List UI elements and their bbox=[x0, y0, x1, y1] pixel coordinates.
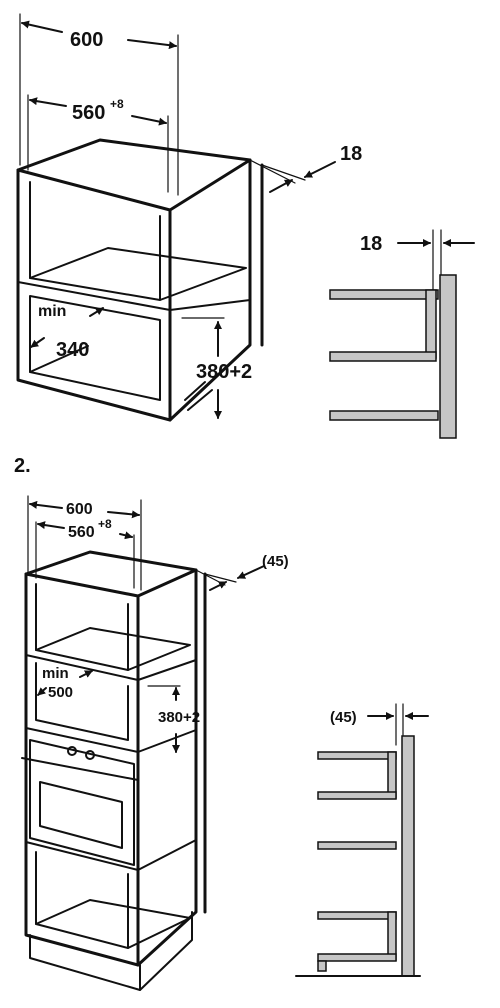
side-dim-18-label: 18 bbox=[360, 233, 382, 255]
oven-handle bbox=[21, 757, 139, 781]
dim-min-label: min bbox=[38, 303, 66, 320]
divider-front bbox=[17, 281, 171, 311]
side2-panel-1 bbox=[387, 751, 397, 799]
plinth-side bbox=[139, 911, 193, 991]
dim2-min-label: min bbox=[42, 665, 69, 682]
side-wall bbox=[439, 274, 457, 439]
side2-wall bbox=[401, 735, 415, 977]
dim-arrow-min-left bbox=[30, 337, 45, 348]
dim-380-label: 380+2 bbox=[196, 361, 252, 383]
dim-arrow-min-right bbox=[89, 307, 104, 317]
side-top-board bbox=[329, 289, 439, 300]
label-mask bbox=[52, 326, 104, 334]
dim2-560-superscript: +8 bbox=[98, 517, 112, 531]
ext-18-b bbox=[261, 164, 306, 181]
dim-340-label: 340 bbox=[56, 339, 89, 361]
dim-arrow-600-right bbox=[127, 39, 177, 50]
top-shelf bbox=[35, 627, 191, 671]
oven-frame bbox=[29, 739, 135, 866]
bottom-compartment bbox=[35, 851, 129, 949]
dim-560-label: 560 bbox=[72, 102, 105, 124]
dim-arrow-560-right bbox=[131, 115, 167, 126]
diagram-1-side-view: 18 bbox=[329, 229, 475, 439]
dim-600-label: 600 bbox=[70, 29, 103, 51]
upper-opening bbox=[29, 181, 161, 301]
dim-560-superscript: +8 bbox=[110, 97, 124, 111]
lower-opening bbox=[29, 295, 161, 401]
dim2-arrow-600-right bbox=[107, 510, 140, 519]
side-bottom-board bbox=[329, 410, 439, 421]
dim2-45-label: (45) bbox=[262, 553, 289, 570]
dim2-arrow-560-right bbox=[119, 531, 133, 540]
lower-opening-floor bbox=[29, 345, 89, 373]
dim-18-label: 18 bbox=[340, 143, 362, 165]
dim2-380-label: 380+2 bbox=[158, 709, 200, 726]
cabinet-top bbox=[16, 138, 252, 212]
side2-board-1 bbox=[317, 751, 397, 760]
dim2-560-label: 560 bbox=[68, 524, 95, 541]
microwave-compartment bbox=[35, 662, 129, 741]
section-number-2: 2. bbox=[14, 455, 31, 477]
divider-1 bbox=[25, 654, 197, 681]
side2-foot bbox=[317, 960, 327, 972]
dim-arrow-600-left bbox=[21, 20, 63, 33]
tall-cabinet-top bbox=[24, 550, 198, 598]
dim2-arrow-min-right bbox=[79, 670, 93, 678]
side2-board-5 bbox=[317, 953, 397, 962]
dim2-arrow-45-b bbox=[237, 565, 265, 579]
top-compartment bbox=[35, 583, 129, 671]
side2-board-4 bbox=[317, 911, 397, 920]
dim2-arrow-min-left bbox=[37, 687, 47, 696]
tall-cabinet-side bbox=[136, 568, 198, 967]
dim-arrow-18-b bbox=[304, 161, 336, 178]
diagram-2-cabinet: 600 560 +8 (45) bbox=[21, 495, 289, 991]
divider-3 bbox=[25, 839, 197, 871]
upper-shelf bbox=[29, 247, 247, 301]
dim2-500-label: 500 bbox=[48, 684, 73, 701]
side2-panel-2 bbox=[387, 911, 397, 961]
ext2-45-b bbox=[204, 573, 237, 583]
side2-dim-45-label: (45) bbox=[330, 709, 357, 726]
ext-18-a bbox=[249, 159, 296, 184]
dim2-600-label: 600 bbox=[66, 501, 93, 518]
bottom-floor bbox=[35, 899, 191, 949]
dim-arrow-560-left bbox=[29, 97, 67, 107]
dim2-arrow-560-left bbox=[37, 521, 65, 530]
divider-2 bbox=[25, 727, 197, 753]
cabinet-right-side bbox=[168, 158, 252, 422]
diagram-2-side-view: (45) bbox=[295, 703, 429, 977]
dim2-arrow-600-left bbox=[29, 500, 63, 509]
oven-knob-left bbox=[67, 746, 77, 756]
dim-arrow-18-a bbox=[269, 179, 293, 193]
oven-window bbox=[39, 781, 123, 849]
side-middle-board bbox=[329, 351, 437, 362]
side-vertical-panel bbox=[425, 289, 437, 359]
cut-marks bbox=[184, 381, 213, 411]
oven-knob-right bbox=[85, 750, 95, 760]
dim2-arrow-45-a bbox=[209, 581, 227, 591]
divider-back bbox=[169, 299, 251, 311]
side2-board-3 bbox=[317, 841, 397, 850]
plinth-front bbox=[29, 934, 141, 991]
diagram-1-cabinet: 600 560 +8 18 min 340 bbox=[16, 13, 362, 422]
side2-board-2 bbox=[317, 791, 397, 800]
